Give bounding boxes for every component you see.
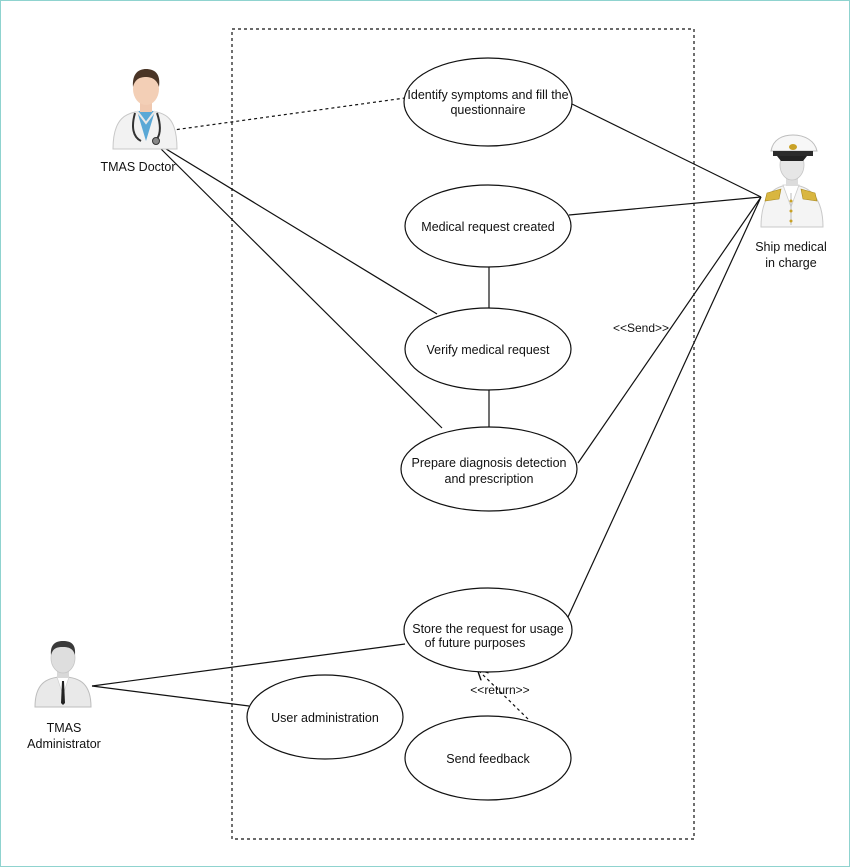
use-case-label: Send feedback: [446, 752, 530, 766]
actor-tmas-doctor[interactable]: TMAS Doctor: [100, 69, 178, 174]
use-case-send-feedback[interactable]: Send feedback: [404, 715, 572, 801]
use-case-medical-request-created[interactable]: Medical request created: [404, 184, 572, 268]
use-case-ellipse: [403, 587, 573, 673]
use-case-ellipse: [403, 57, 573, 147]
doctor-icon: [112, 69, 178, 150]
actor-tmas-administrator[interactable]: TMAS Administrator: [27, 641, 101, 751]
send-stereotype-label: <<Send>>: [613, 321, 669, 335]
use-case-store-request[interactable]: Store the request for usage of future pu…: [403, 587, 573, 673]
association-doctor-verify: [152, 140, 438, 315]
use-case-ellipse: [400, 426, 578, 512]
use-case-identify-symptoms[interactable]: Identify symptoms and fill the questionn…: [403, 57, 573, 147]
association-identify-ship: [571, 103, 762, 198]
association-store-ship: [567, 196, 762, 618]
use-case-user-administration[interactable]: User administration: [246, 674, 404, 760]
ship-officer-icon: [760, 134, 824, 228]
use-case-label-line-1: Store the request for usage: [412, 622, 564, 636]
use-case-ellipse: [404, 715, 572, 801]
use-case-label-line-1: Prepare diagnosis detection: [412, 456, 567, 470]
association-admin-store: [91, 643, 406, 687]
use-case-label-line-2: questionnaire: [450, 103, 525, 117]
return-stereotype-label: <<return>>: [470, 683, 529, 697]
use-case-prepare-diagnosis[interactable]: Prepare diagnosis detection and prescrip…: [400, 426, 578, 512]
use-case-verify-medical-request[interactable]: Verify medical request: [404, 307, 572, 391]
association-admin-useradmin: [91, 685, 250, 707]
association-prepare-ship: [577, 196, 762, 464]
use-case-label: Medical request created: [421, 220, 554, 234]
use-case-label: Verify medical request: [427, 343, 551, 357]
association-created-ship: [568, 196, 762, 216]
association-doctor-prepare: [152, 140, 443, 429]
use-case-label: User administration: [271, 711, 379, 725]
use-case-ellipse: [404, 184, 572, 268]
actor-label: TMAS Doctor: [100, 160, 175, 174]
use-case-label-line-1: Identify symptoms and fill the: [407, 88, 568, 102]
actor-label-line-1: TMAS: [47, 721, 82, 735]
actor-label-line-2: Administrator: [27, 737, 101, 751]
use-case-label-line-2: and prescription: [445, 472, 534, 486]
actor-label-line-1: Ship medical: [755, 240, 827, 254]
actor-ship-medical-in-charge[interactable]: Ship medical in charge: [755, 134, 827, 270]
use-case-ellipse: [404, 307, 572, 391]
actor-label-line-2: in charge: [765, 256, 816, 270]
administrator-icon: [34, 641, 92, 708]
association-doctor-identify: [158, 97, 406, 133]
use-case-label-line-2: of future purposes: [425, 636, 526, 650]
system-boundary: [231, 28, 695, 840]
use-case-ellipse: [246, 674, 404, 760]
